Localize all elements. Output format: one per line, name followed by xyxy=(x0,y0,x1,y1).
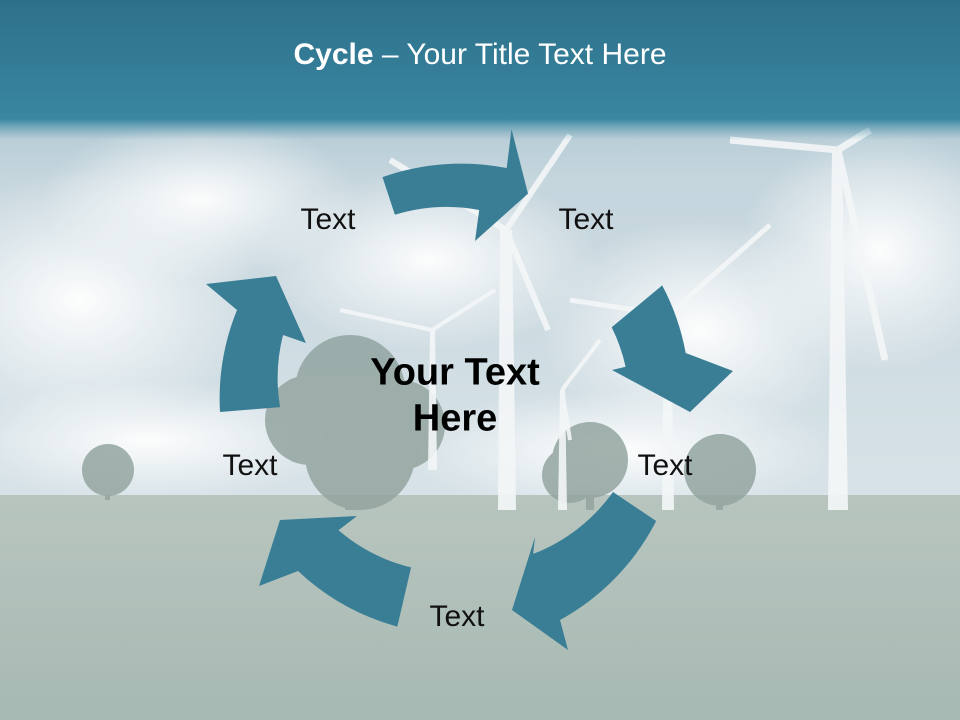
cycle-arrows xyxy=(206,129,733,650)
cycle-arrow-1 xyxy=(382,129,528,241)
cycle-arrow-4 xyxy=(259,516,412,627)
title-bold: Cycle xyxy=(293,38,374,71)
center-text: Your Text Here xyxy=(325,350,585,441)
cycle-arrow-3 xyxy=(512,492,657,650)
center-line-1: Your Text xyxy=(370,351,540,394)
cycle-label-1: Text xyxy=(300,203,356,236)
cycle-label-2: Text xyxy=(558,203,614,236)
cycle-arrow-2 xyxy=(611,285,733,412)
center-line-2: Here xyxy=(412,397,498,439)
cycle-label-4: Text xyxy=(429,600,485,633)
title-rest: – Your Title Text Here xyxy=(373,38,667,71)
cycle-label-3: Text xyxy=(637,449,693,482)
trees xyxy=(82,335,756,510)
slide-title: Cycle – Your Title Text Here xyxy=(293,38,666,72)
cycle-arrow-5 xyxy=(206,276,306,412)
title-bar: Cycle – Your Title Text Here xyxy=(0,0,960,130)
cycle-label-5: Text xyxy=(222,449,278,482)
